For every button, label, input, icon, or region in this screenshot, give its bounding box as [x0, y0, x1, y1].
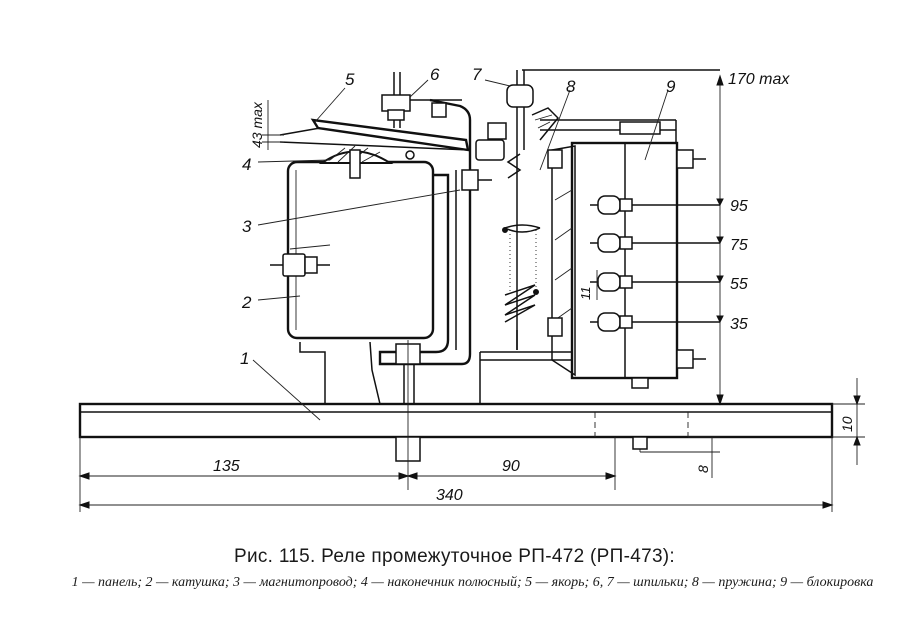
dim-10: 10: [839, 416, 855, 432]
figure-caption: Рис. 115. Реле промежуточное РП-472 (РП-…: [0, 540, 909, 631]
callout-8: 8: [566, 77, 576, 96]
callout-5: 5: [345, 70, 355, 89]
dimension-labels: 170 max 43 max 95 75 55 35 11 10 8 135 9…: [213, 71, 855, 504]
dim-35: 35: [730, 316, 748, 333]
dim-90: 90: [502, 458, 520, 475]
stud-6: [381, 72, 462, 128]
dimension-lines: [78, 74, 865, 512]
magnet-core: [378, 98, 492, 366]
blocking-contact: [479, 119, 706, 404]
callout-1: 1: [240, 349, 249, 368]
dim-135: 135: [213, 458, 240, 475]
dim-11: 11: [578, 287, 593, 301]
coil: [286, 160, 435, 340]
magnet-pedestal: [299, 341, 381, 405]
callout-6: 6: [430, 65, 440, 84]
dim-170max: 170 max: [728, 71, 790, 88]
spring: [502, 153, 541, 350]
dim-95: 95: [730, 198, 748, 215]
dim-75: 75: [730, 237, 748, 254]
dim-55: 55: [730, 276, 748, 293]
stud-7: [475, 69, 720, 350]
callout-7: 7: [472, 65, 482, 84]
panel-base: [78, 402, 834, 439]
leader-lines: [252, 79, 669, 421]
dim-8: 8: [695, 465, 711, 473]
callout-3: 3: [242, 217, 252, 236]
mounting-bolt: [395, 340, 421, 490]
coil-terminal: [270, 244, 331, 277]
dim-340: 340: [436, 487, 463, 504]
blocking-bolt: [632, 436, 648, 452]
callout-4: 4: [242, 155, 251, 174]
relay-drawing: 1 2 3 4 5 6 7 8 9 170 max 43 max 95 75 5…: [78, 65, 865, 512]
caption-legend: 1 — панель; 2 — катушка; 3 — магнитопров…: [71, 575, 874, 590]
caption-title: Рис. 115. Реле промежуточное РП-472 (РП-…: [233, 546, 676, 567]
pole-tip: [318, 145, 415, 179]
callout-labels: 1 2 3 4 5 6 7 8 9: [240, 65, 676, 368]
callout-9: 9: [666, 77, 676, 96]
armature: [279, 118, 471, 152]
dim-43max: 43 max: [249, 101, 265, 148]
callout-2: 2: [241, 293, 252, 312]
contact-terminals: [590, 195, 720, 332]
